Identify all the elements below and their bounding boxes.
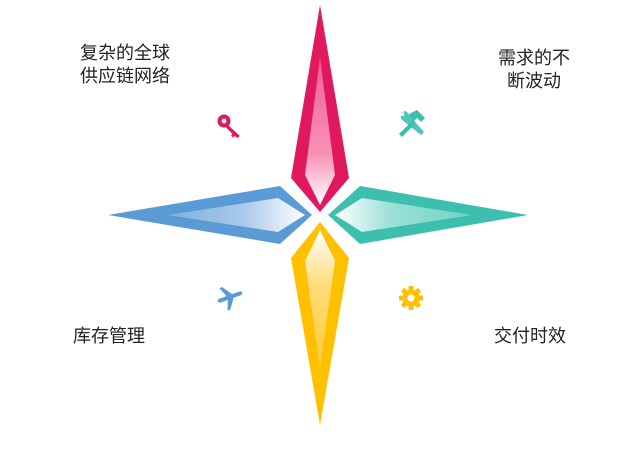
label-line: 断波动	[507, 71, 561, 92]
star-point-top	[291, 5, 349, 212]
label-line: 需求的不	[498, 48, 570, 69]
gear-icon	[399, 286, 423, 310]
label-top-right: 需求的不 断波动	[498, 47, 570, 93]
label-bottom-right: 交付时效	[494, 325, 566, 348]
label-line: 供应链网络	[80, 66, 170, 87]
star-point-bottom	[291, 222, 349, 425]
star-point-right	[328, 186, 528, 244]
airplane-icon	[217, 287, 243, 311]
label-line: 库存管理	[73, 326, 145, 347]
label-bottom-left: 库存管理	[73, 325, 145, 348]
label-line: 交付时效	[494, 326, 566, 347]
star-point-left	[108, 186, 312, 244]
label-line: 复杂的全球	[80, 43, 170, 64]
tools-icon	[399, 110, 425, 137]
key-icon	[217, 114, 240, 138]
label-top-left: 复杂的全球 供应链网络	[80, 42, 170, 88]
